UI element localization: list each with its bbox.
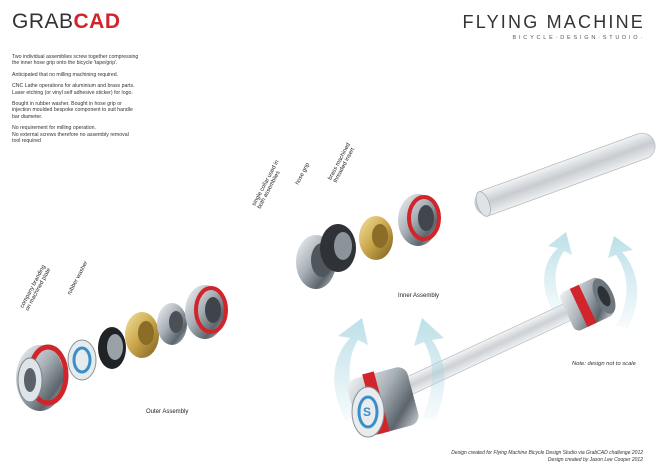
note-paragraph: CNC Lathe operations for aluminium and b… xyxy=(12,83,135,96)
end-collar-right-illustration xyxy=(559,277,616,331)
handlebar-tube-illustration xyxy=(474,132,656,217)
brand-title: FLYING MACHINE xyxy=(462,12,645,32)
inner-assembly-label: Inner Assembly xyxy=(398,293,440,299)
outer-assembly-illustration xyxy=(16,285,228,411)
outer-assembly-label: Outer Assembly xyxy=(146,409,189,415)
scale-note: Note: design not to scale xyxy=(572,361,636,367)
flying-machine-brand: FLYING MACHINE BICYCLE·DESIGN·STUDIO· xyxy=(463,12,645,41)
rotation-arrows-illustration xyxy=(334,232,638,420)
note-paragraph: Bought in rubber washer. Bought in hose … xyxy=(12,101,133,120)
grabcad-logo: GRABCAD xyxy=(12,10,121,34)
end-collar-left-illustration: S xyxy=(347,367,419,438)
credit-line: Design created by Jason Lee Cooper 2012 xyxy=(547,456,643,463)
logo-grab-text: GRAB xyxy=(12,10,74,33)
credits: Design created for Flying Machine Bicycl… xyxy=(451,450,643,463)
credit-line: Design created for Flying Machine Bicycl… xyxy=(451,450,643,457)
svg-text:S: S xyxy=(363,405,371,419)
brand-subtitle: BICYCLE·DESIGN·STUDIO· xyxy=(512,35,645,41)
inner-assembly-illustration xyxy=(296,194,441,289)
design-notes: Two individual assemblies screw together… xyxy=(12,54,182,149)
logo-cad-text: CAD xyxy=(73,10,121,33)
note-paragraph: Anticipated that no milling machining re… xyxy=(12,71,119,78)
note-paragraph: No requirement for milling operation. No… xyxy=(12,125,129,145)
note-paragraph: Two individual assemblies screw together… xyxy=(12,54,139,67)
